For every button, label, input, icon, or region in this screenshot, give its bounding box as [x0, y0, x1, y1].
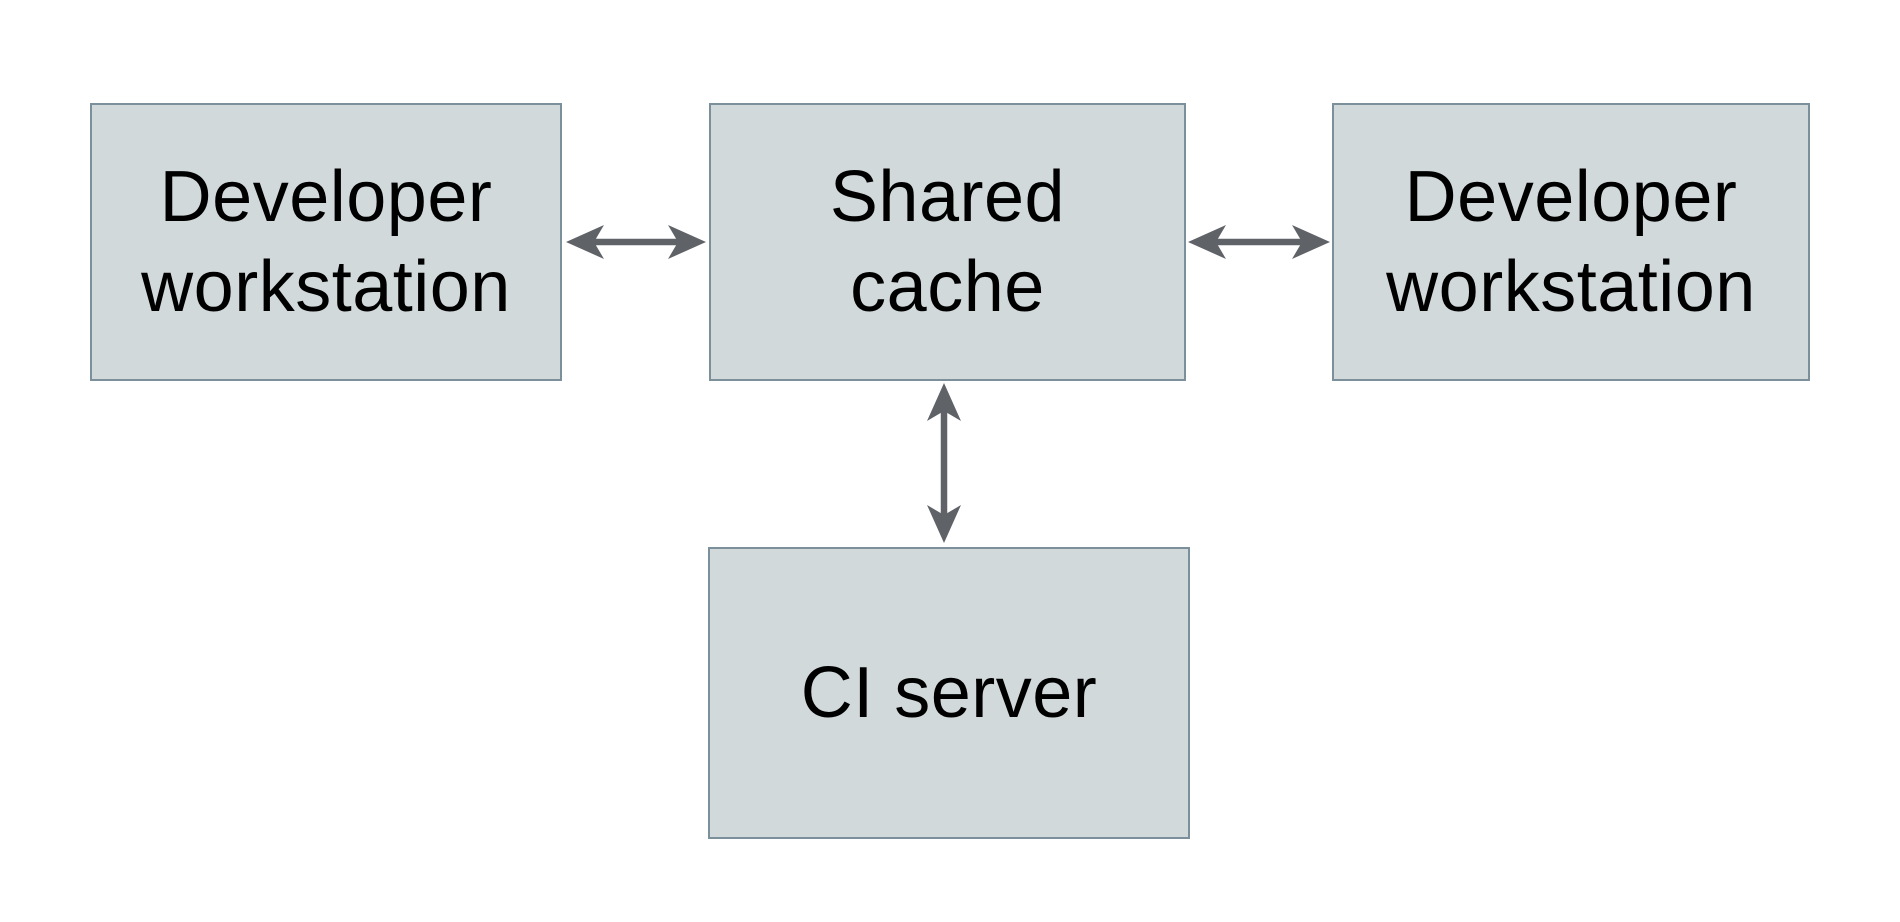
node-developer-workstation-left: Developer workstation — [90, 103, 562, 381]
node-label-ci-server: CI server — [800, 653, 1098, 733]
node-label-shared-cache: Shared cache — [829, 157, 1066, 327]
bidirectional-arrow-cache-devright — [1188, 225, 1330, 259]
node-shared-cache: Shared cache — [709, 103, 1186, 381]
bidirectional-arrow-cache-ciserver — [927, 383, 961, 543]
bidirectional-arrow-devleft-cache — [566, 225, 706, 259]
node-label-developer-workstation-right: Developer workstation — [1386, 157, 1756, 327]
node-developer-workstation-right: Developer workstation — [1332, 103, 1810, 381]
node-label-developer-workstation-left: Developer workstation — [141, 157, 511, 327]
node-ci-server: CI server — [708, 547, 1190, 839]
